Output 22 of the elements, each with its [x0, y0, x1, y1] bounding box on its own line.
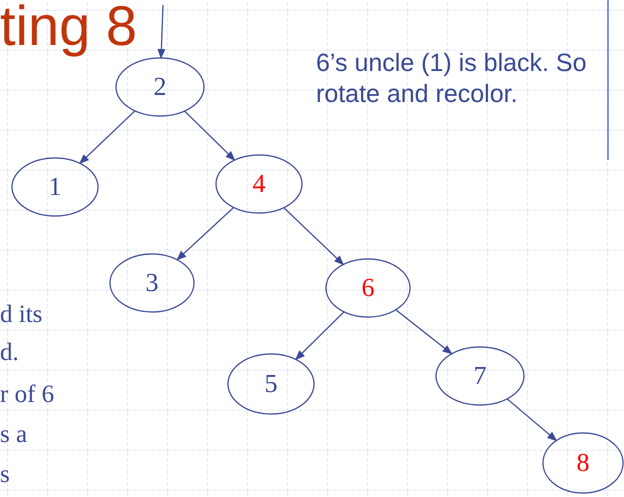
node-key: 5	[264, 369, 278, 399]
arrow	[184, 110, 236, 161]
node-key: 6	[362, 273, 374, 303]
arrow	[395, 309, 452, 354]
arrow	[157, 4, 166, 59]
arrow	[506, 398, 558, 442]
note-text: d its	[0, 300, 42, 330]
node-key: 2	[154, 72, 166, 102]
note-text: r of 6	[0, 380, 54, 410]
arrow	[295, 311, 344, 360]
arrow	[79, 110, 136, 164]
note-text: s	[0, 460, 10, 490]
title: ting 8	[0, 0, 137, 58]
note-text: 6’s uncle (1) is black. So rotate and recolor.	[316, 48, 588, 110]
note-text: d.	[0, 338, 19, 368]
node-key: 1	[48, 172, 62, 202]
arrow	[176, 207, 234, 260]
node-key: 8	[576, 448, 590, 478]
note-text: s a	[0, 420, 28, 450]
node-key: 7	[474, 361, 486, 391]
node-key: 3	[146, 268, 158, 298]
node-key: 4	[252, 169, 266, 199]
